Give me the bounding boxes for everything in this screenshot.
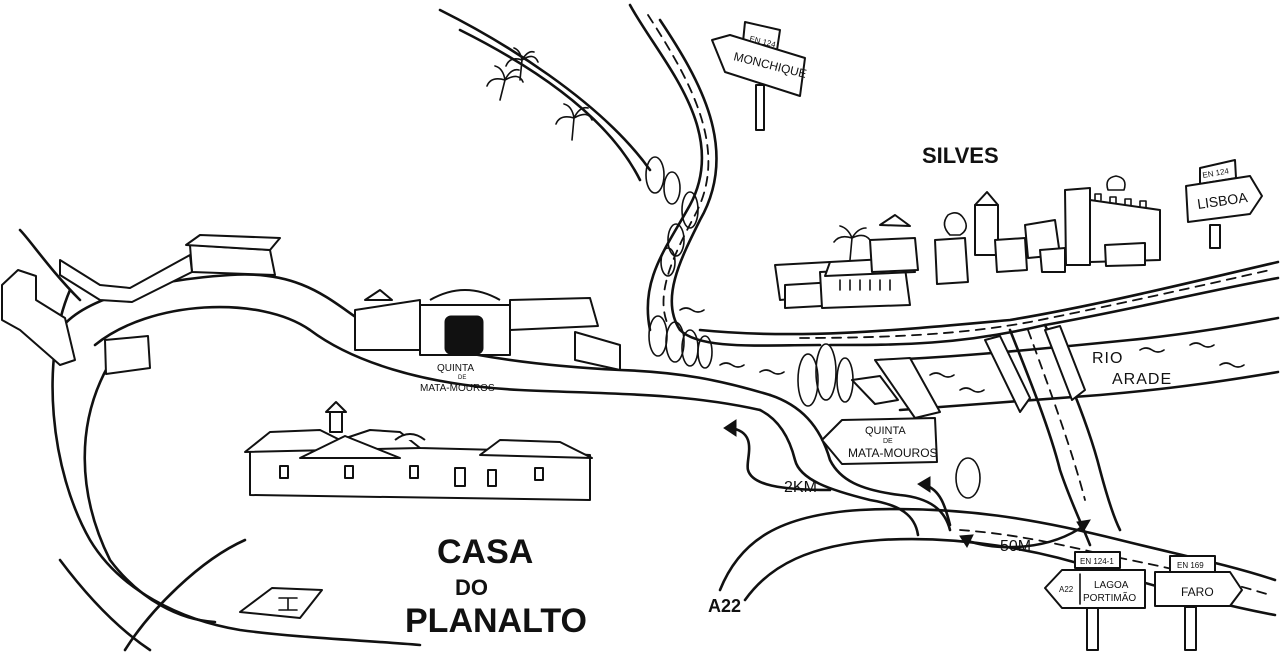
quinta-building: QUINTA DE MATA-MOUROS [354, 289, 621, 394]
road-bridge-west [1008, 328, 1092, 547]
palm-tree-icon [833, 225, 871, 261]
road-loop-inner [83, 348, 217, 624]
sign-lagoa-dest1: LAGOA [1094, 580, 1129, 591]
sign-lagoa: EN 124-1 A22 LAGOA PORTIMÃO [1044, 551, 1146, 651]
quinta-sign: QUINTA DE MATA-MOUROS [821, 417, 938, 465]
sign-faro: EN 169 FARO [1154, 555, 1243, 651]
quinta-label-line2: DE [458, 375, 466, 381]
distance-2km: 2KM [784, 479, 817, 496]
quinta-label-line1: QUINTA [437, 363, 474, 374]
page-title: CASA DO PLANALTO [405, 533, 587, 640]
tree-icon [645, 156, 981, 499]
route-arrows: 2KM 50M [723, 419, 1091, 555]
sign-lagoa-motorway: A22 [1059, 585, 1074, 594]
road-north [438, 8, 652, 172]
sign-faro-road: EN 169 [1177, 561, 1204, 570]
quinta-sign-line1: QUINTA [865, 425, 906, 437]
river-label-rio: RIO [1092, 350, 1123, 367]
sign-lisboa-dest: LISBOA [1196, 189, 1249, 212]
title-line3: PLANALTO [405, 602, 587, 640]
river-bank-north [878, 316, 1280, 362]
river-label-arade: ARADE [1112, 371, 1172, 388]
quinta-sign-line2: DE [883, 438, 893, 445]
casa-house [244, 401, 593, 501]
road-lisboa-north [698, 260, 1280, 336]
sign-monchique: EN 124 MONCHIQUE [711, 21, 808, 131]
a22-label: A22 [708, 596, 741, 616]
quinta-label-line3: MATA-MOUROS [420, 383, 495, 394]
road-mid-2 [758, 408, 920, 537]
palm-tree-icon [486, 47, 593, 141]
road-west-lower [93, 305, 762, 412]
sign-lisboa: EN 124 LISBOA [1185, 159, 1263, 249]
sign-lagoa-road: EN 124-1 [1080, 557, 1114, 566]
road-monchique-east [628, 3, 704, 332]
bridge-icon [984, 335, 1031, 413]
road-sw [58, 558, 152, 652]
bridge-icon-3 [874, 357, 941, 419]
direction-arrow-icon [728, 426, 832, 492]
roads [18, 3, 1280, 652]
direction-arrow-icon-3 [963, 523, 1087, 549]
road-mid-1 [768, 393, 952, 532]
helipad-icon [239, 587, 323, 619]
road-monchique-west [658, 18, 822, 347]
sign-lagoa-dest2: PORTIMÃO [1083, 591, 1136, 604]
distance-50m: 50M [1000, 538, 1031, 555]
quinta-sign-line3: MATA-MOUROS [848, 446, 938, 460]
river-arade: RIO ARADE [679, 307, 1280, 419]
bridge-icon-2 [1044, 325, 1086, 401]
river-bank-south [898, 370, 1280, 412]
vegetation [486, 47, 981, 499]
sign-faro-dest: FARO [1181, 585, 1214, 599]
road-lisboa-center [799, 269, 1271, 339]
silves-label: SILVES [922, 143, 999, 168]
road-lisboa-south [828, 276, 1280, 347]
title-line2: DO [455, 575, 488, 600]
road-monchique-center [647, 14, 710, 326]
silves-town: SILVES [774, 143, 1161, 309]
road-sw-2 [123, 538, 247, 652]
road-bridge-center [1027, 329, 1086, 501]
road-loop-branch [18, 228, 82, 302]
title-line1: CASA [437, 533, 533, 571]
river-waves [679, 307, 1245, 393]
road-north-2 [458, 28, 642, 182]
castle-icon [1, 234, 281, 375]
